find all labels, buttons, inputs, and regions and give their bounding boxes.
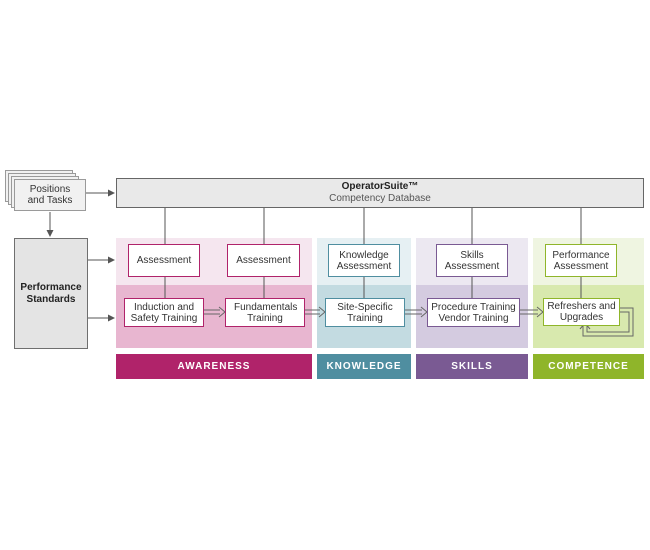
awareness-assessment-2: Assessment: [227, 244, 300, 277]
performance-assessment: Performance Assessment: [545, 244, 617, 277]
fundamentals-training: Fundamentals Training: [225, 298, 305, 327]
site-specific-training-label: Site-Specific Training: [337, 301, 393, 324]
skills-stage-text: SKILLS: [451, 361, 493, 372]
operator-suite-title: OperatorSuite™: [341, 181, 419, 192]
positions-and-tasks-label: Positions and Tasks: [27, 184, 73, 206]
induction-safety-training: Induction and Safety Training: [124, 298, 204, 327]
knowledge-stage-text: KNOWLEDGE: [326, 361, 402, 372]
awareness-stage-label: AWARENESS: [116, 354, 312, 379]
knowledge-assessment-label: Knowledge Assessment: [336, 249, 392, 272]
competence-stage-text: COMPETENCE: [548, 361, 629, 372]
fundamentals-training-label: Fundamentals Training: [234, 301, 298, 324]
knowledge-stage-label: KNOWLEDGE: [317, 354, 411, 379]
procedure-vendor-training-label: Procedure Training Vendor Training: [431, 301, 516, 324]
site-specific-training: Site-Specific Training: [325, 298, 405, 327]
refreshers-upgrades-label: Refreshers and Upgrades: [547, 301, 616, 323]
operator-suite-database: OperatorSuite™ Competency Database: [116, 178, 644, 208]
skills-assessment: Skills Assessment: [436, 244, 508, 277]
awareness-assessment-1-label: Assessment: [136, 255, 192, 266]
competence-stage-label: COMPETENCE: [533, 354, 644, 379]
skills-stage-label: SKILLS: [416, 354, 528, 379]
performance-standards-label: Performance Standards: [20, 281, 82, 305]
knowledge-assessment: Knowledge Assessment: [328, 244, 400, 277]
skills-assessment-label: Skills Assessment: [444, 249, 500, 272]
procedure-vendor-training: Procedure Training Vendor Training: [427, 298, 520, 327]
awareness-assessment-1: Assessment: [128, 244, 200, 277]
refresher-loop-outer: [582, 307, 634, 337]
positions-and-tasks-card: Positions and Tasks: [14, 179, 86, 211]
refresher-loop-inner: [586, 311, 630, 333]
performance-standards-box: Performance Standards: [14, 238, 88, 349]
refreshers-upgrades: Refreshers and Upgrades: [543, 298, 620, 326]
operator-suite-subtitle: Competency Database: [329, 193, 431, 204]
induction-safety-training-label: Induction and Safety Training: [130, 301, 198, 324]
performance-assessment-label: Performance Assessment: [552, 249, 610, 272]
awareness-assessment-2-label: Assessment: [236, 255, 291, 266]
awareness-stage-text: AWARENESS: [177, 361, 251, 372]
